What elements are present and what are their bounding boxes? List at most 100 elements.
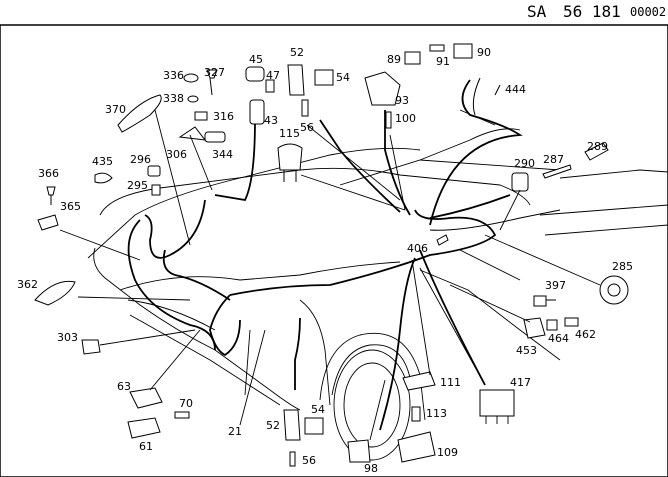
- lamp-45: [245, 66, 265, 82]
- label-370: 370: [105, 103, 126, 116]
- washer-336: [183, 73, 199, 83]
- clip-435: [94, 172, 113, 184]
- label-113: 113: [426, 407, 447, 420]
- label-464: 464: [548, 332, 569, 345]
- part-464: [546, 319, 558, 331]
- label-287: 287: [543, 153, 564, 166]
- label-290: 290: [514, 157, 535, 170]
- plug-289: [584, 142, 609, 161]
- holder-61: [127, 417, 161, 439]
- header-code: 00002: [630, 5, 666, 19]
- label-43: 43: [264, 114, 278, 127]
- pin-56-lower: [289, 451, 296, 467]
- label-303: 303: [57, 331, 78, 344]
- bulb-47: [265, 79, 275, 93]
- label-47: 47: [266, 69, 280, 82]
- cable-tie-362: [34, 280, 76, 306]
- label-289: 289: [587, 140, 608, 153]
- connector-290: [511, 172, 529, 192]
- wire-444: [472, 77, 501, 116]
- relay-89: [404, 51, 421, 65]
- holder-63: [129, 387, 163, 409]
- label-52-lower: 52: [266, 419, 280, 432]
- label-54-lower: 54: [311, 403, 325, 416]
- label-52: 52: [290, 46, 304, 59]
- label-21: 21: [228, 425, 242, 438]
- fuse-70: [174, 411, 190, 419]
- rod-287: [542, 164, 572, 179]
- part-labels: 21 43 45 47 52 54 56 61 63 70 89 90 91 9…: [17, 46, 633, 475]
- relay-417: [479, 389, 515, 417]
- label-63: 63: [117, 380, 131, 393]
- clip-296: [147, 165, 161, 177]
- part-406: [436, 234, 449, 246]
- clip-295: [151, 184, 161, 196]
- label-366: 366: [38, 167, 59, 180]
- label-462: 462: [575, 328, 596, 341]
- label-444: 444: [505, 83, 526, 96]
- grommet-344: [204, 131, 226, 143]
- label-344: 344: [212, 148, 233, 161]
- connector-98: [347, 439, 371, 463]
- label-70: 70: [179, 397, 193, 410]
- holder-453: [523, 317, 546, 339]
- screw-366: [46, 186, 56, 205]
- label-111: 111: [440, 376, 461, 389]
- label-336: 336: [163, 69, 184, 82]
- connector-52-upper: [287, 64, 305, 96]
- screw-462: [564, 317, 579, 327]
- connector-52-lower: [283, 409, 301, 441]
- clip-316: [194, 111, 208, 121]
- screw-397: [533, 295, 556, 307]
- switch-115: [277, 143, 303, 182]
- bracket-306: [178, 126, 207, 141]
- leader-lines: [59, 109, 601, 441]
- header-prefix: SA: [527, 2, 547, 21]
- label-406: 406: [407, 242, 428, 255]
- label-338: 338: [163, 92, 184, 105]
- label-327: 327: [204, 66, 225, 79]
- clip-303: [81, 339, 101, 355]
- label-295: 295: [127, 179, 148, 192]
- label-417: 417: [510, 376, 531, 389]
- label-453: 453: [516, 344, 537, 357]
- pin-100: [385, 111, 392, 129]
- grommet-285-center: [607, 283, 621, 297]
- nut-338: [187, 95, 199, 103]
- cable-tie-370: [117, 94, 162, 133]
- label-89: 89: [387, 53, 401, 66]
- label-296: 296: [130, 153, 151, 166]
- label-365: 365: [60, 200, 81, 213]
- wiring-harness: [127, 79, 523, 431]
- label-54: 54: [336, 71, 350, 84]
- label-109: 109: [437, 446, 458, 459]
- screw-327: [206, 69, 218, 96]
- label-93: 93: [395, 94, 409, 107]
- car-body: [87, 128, 668, 461]
- connector-111: [402, 371, 436, 391]
- bracket-93: [364, 71, 401, 106]
- label-306: 306: [166, 148, 187, 161]
- diagram-frame: [0, 24, 668, 477]
- clamp-365: [37, 214, 59, 231]
- label-56-lower: 56: [302, 454, 316, 467]
- fuse-91: [429, 44, 445, 52]
- pin-113: [411, 406, 421, 422]
- connector-54-upper: [314, 69, 334, 86]
- label-45: 45: [249, 53, 263, 66]
- label-435: 435: [92, 155, 113, 168]
- label-397: 397: [545, 279, 566, 292]
- parts: [34, 43, 629, 467]
- label-362: 362: [17, 278, 38, 291]
- connector-54-lower: [304, 417, 324, 435]
- housing-109: [397, 431, 436, 463]
- connector-90: [453, 43, 473, 59]
- label-115: 115: [279, 127, 300, 140]
- label-100: 100: [395, 112, 416, 125]
- label-90: 90: [477, 46, 491, 59]
- label-285: 285: [612, 260, 633, 273]
- label-61: 61: [139, 440, 153, 453]
- label-98: 98: [364, 462, 378, 475]
- label-91: 91: [436, 55, 450, 68]
